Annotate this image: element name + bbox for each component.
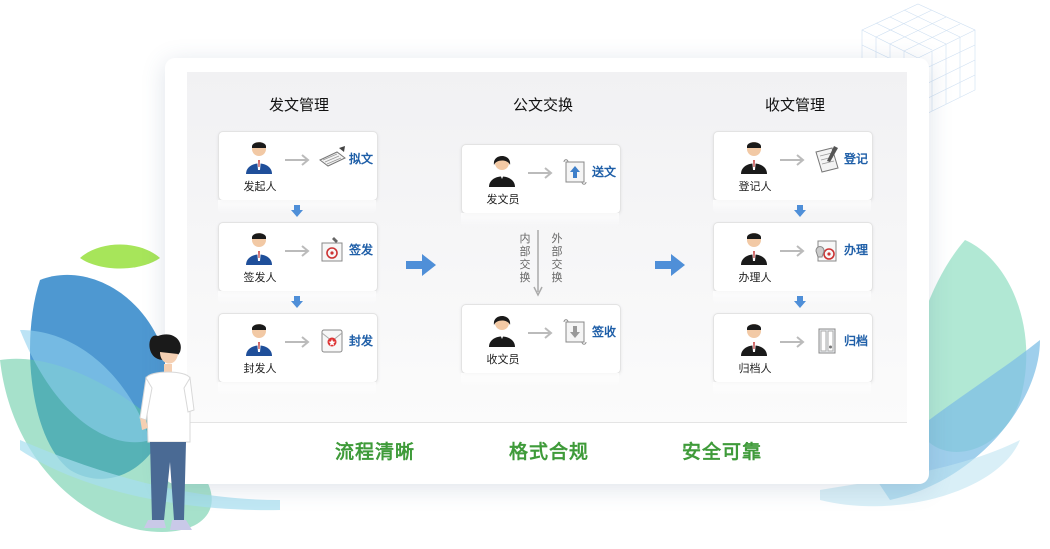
person-label: 封发人 <box>243 362 277 375</box>
green-leaf-decoration <box>80 244 160 269</box>
action-label: 签收 <box>592 325 617 339</box>
receive-step-archive[interactable]: 归档人 归档 <box>713 313 873 383</box>
sealed-envelope-icon <box>321 329 343 353</box>
flow-arrow-down-icon <box>291 296 303 308</box>
box-reflection <box>218 382 376 396</box>
arrow-right-icon <box>285 245 310 257</box>
person-label: 发起人 <box>243 180 277 193</box>
person-illustration <box>139 334 195 530</box>
person-female-icon <box>489 156 515 187</box>
arrow-right-icon <box>285 336 310 348</box>
column-title-exchange: 公文交换 <box>512 96 573 114</box>
feature-compliant-format: 格式合规 <box>509 441 590 463</box>
action-label: 封发 <box>349 334 374 348</box>
arrow-right-icon <box>285 154 310 166</box>
flow-arrow-down-icon <box>291 205 303 217</box>
box-reflection <box>713 200 871 214</box>
arrow-right-icon <box>528 167 553 179</box>
archive-binder-icon <box>818 328 836 354</box>
flow-arrow-right-icon <box>406 254 436 276</box>
person-label: 签发人 <box>243 271 277 284</box>
box-reflection <box>713 382 871 396</box>
seal-sign-icon <box>321 237 343 262</box>
action-label: 签发 <box>349 243 374 257</box>
arrow-right-icon <box>780 154 805 166</box>
person-icon <box>741 233 767 265</box>
send-step-draft[interactable]: 发起人 拟文 <box>218 131 378 201</box>
person-label: 发文员 <box>486 193 520 206</box>
external-exchange-label: 外部交换 <box>551 232 563 284</box>
person-label: 归档人 <box>738 362 772 375</box>
box-reflection <box>461 373 619 387</box>
box-reflection <box>461 213 619 227</box>
action-label: 送文 <box>592 165 617 179</box>
action-label: 办理 <box>844 243 869 257</box>
send-step-seal[interactable]: 封发人 封发 <box>218 313 378 383</box>
draft-document-icon <box>319 146 346 167</box>
flow-arrow-down-icon <box>794 205 806 217</box>
box-reflection <box>713 291 871 305</box>
person-icon <box>246 233 272 265</box>
person-icon <box>741 324 767 356</box>
arrow-right-icon <box>780 336 805 348</box>
action-label: 登记 <box>844 152 869 166</box>
person-icon <box>246 324 272 356</box>
receive-step-process[interactable]: 办理人 办理 <box>713 222 873 292</box>
flow-arrow-right-icon <box>655 254 685 276</box>
receive-step-register[interactable]: 登记人 登记 <box>713 131 873 201</box>
feature-secure-reliable: 安全可靠 <box>682 441 763 463</box>
action-label: 归档 <box>844 334 869 348</box>
person-label: 办理人 <box>738 271 772 284</box>
send-step-sign[interactable]: 签发人 签发 <box>218 222 378 292</box>
feature-footer: 流程清晰 格式合规 安全可靠 <box>187 422 907 471</box>
person-icon <box>246 142 272 174</box>
light-blue-leaf-decoration <box>20 330 150 443</box>
scroll-upload-icon <box>563 159 587 185</box>
action-label: 拟文 <box>349 152 374 166</box>
column-title-receive: 收文管理 <box>764 96 825 114</box>
exchange-step-send[interactable]: 发文员 送文 <box>461 144 621 214</box>
process-stamp-icon <box>815 240 837 262</box>
flow-panel: 发文管理 公文交换 收文管理 发起人 拟文 签发人 签发 <box>187 72 907 422</box>
exchange-step-receive[interactable]: 收文员 签收 <box>461 304 621 374</box>
clipboard-register-icon <box>815 146 839 173</box>
feature-clear-process: 流程清晰 <box>335 441 416 463</box>
scroll-download-icon <box>563 319 587 345</box>
person-label: 收文员 <box>486 353 520 366</box>
arrow-right-icon <box>780 245 805 257</box>
person-icon <box>741 142 767 174</box>
arrow-right-icon <box>528 327 553 339</box>
wave-leaf-decoration <box>20 440 280 511</box>
column-title-send: 发文管理 <box>268 96 329 114</box>
person-label: 登记人 <box>738 180 772 193</box>
flow-arrow-down-icon <box>794 296 806 308</box>
person-female-icon <box>489 316 515 347</box>
internal-exchange-label: 内部交换 <box>519 232 531 284</box>
exchange-arrow-down-icon <box>533 230 543 297</box>
